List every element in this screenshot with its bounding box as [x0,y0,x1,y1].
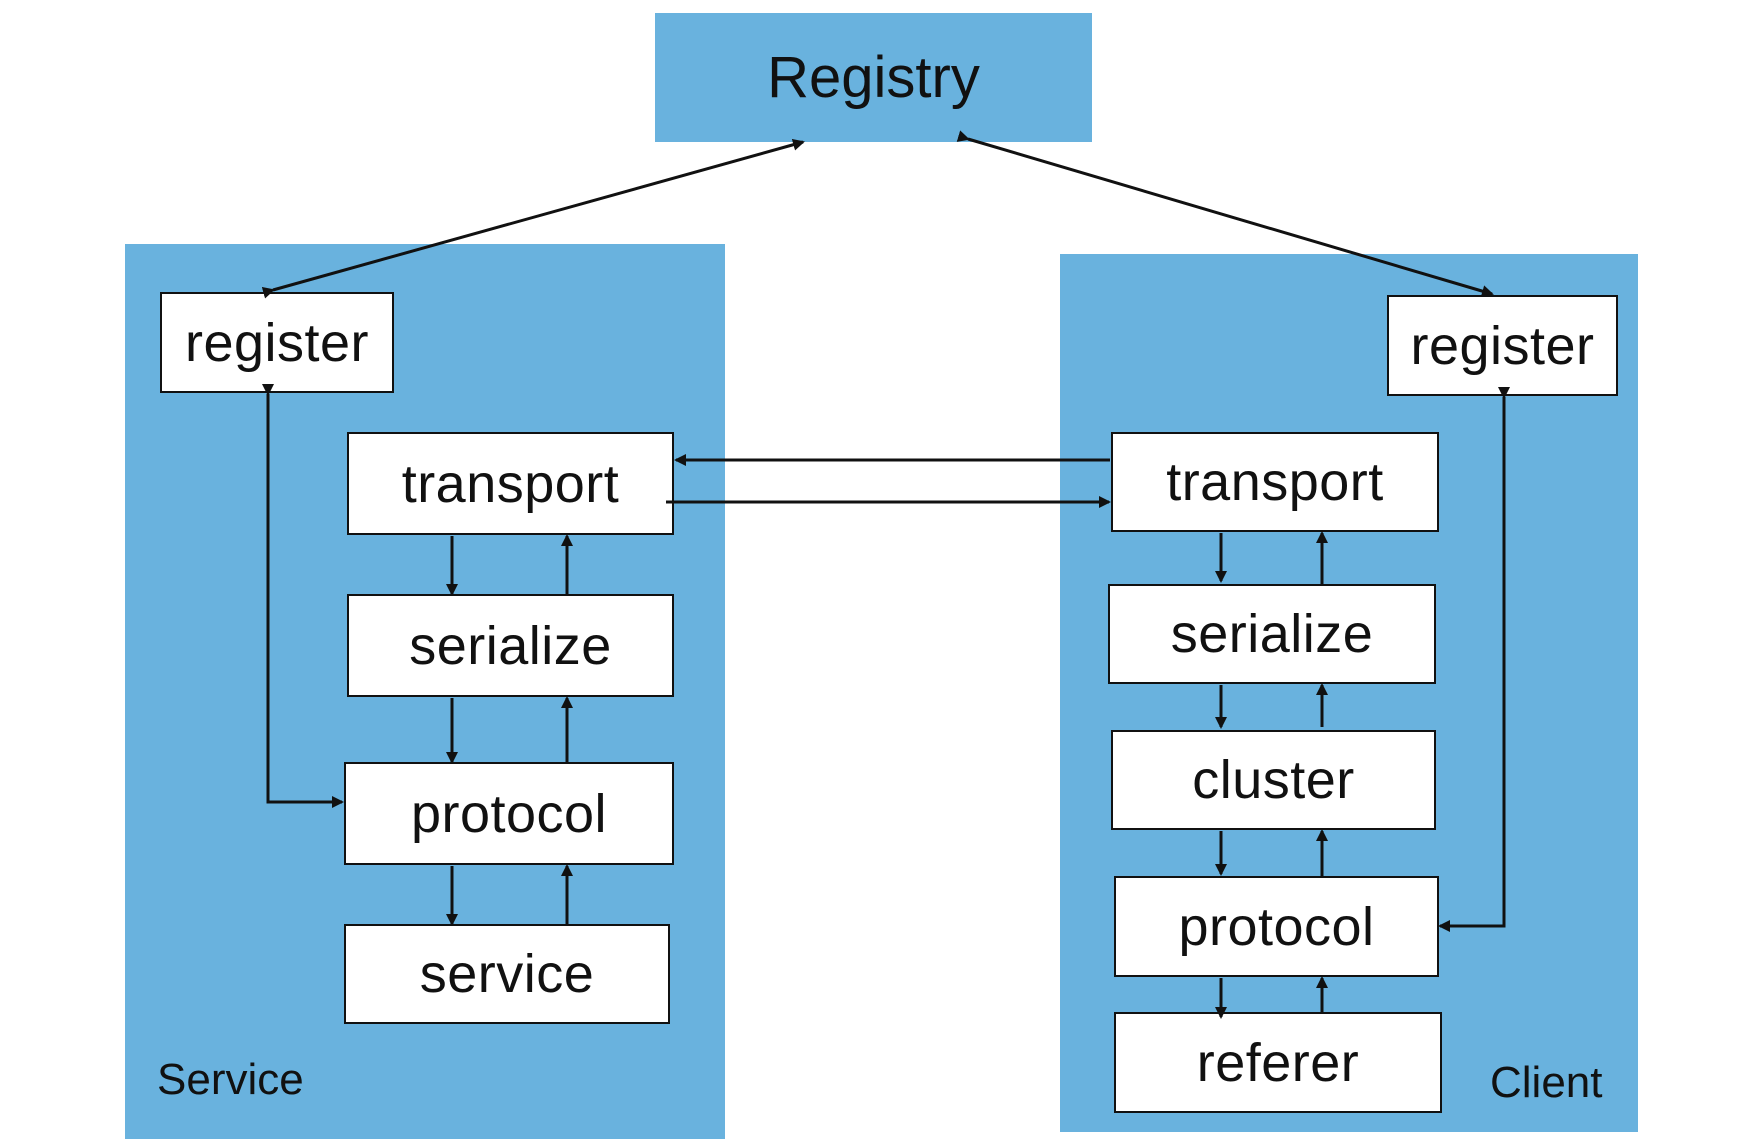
service-serialize-box: serialize [347,594,674,697]
service-register-protocol-link [262,384,344,808]
service-service-box: service [344,924,670,1024]
client-referer-label: referer [1196,1032,1360,1093]
client-register-protocol-link [1438,387,1510,932]
service-transport-box: transport [347,432,674,535]
registry-label: Registry [767,45,980,110]
service-protocol-box: protocol [344,762,674,865]
client-group-label: Client [1490,1058,1603,1107]
registry-client-register-link [956,130,1494,297]
client-transport-label: transport [1166,452,1384,512]
client-register-label: register [1410,315,1595,376]
client-serialize-box: serialize [1108,584,1436,684]
service-group-label: Service [157,1055,304,1104]
service-transport-label: transport [401,453,620,514]
client-cluster-box: cluster [1111,730,1436,830]
registry-box: Registry [655,13,1092,142]
client-cluster-label: cluster [1192,750,1355,810]
client-protocol-label: protocol [1178,896,1375,957]
client-protocol-box: protocol [1114,876,1439,977]
service-register-box: register [160,292,394,393]
service-protocol-label: protocol [410,783,608,844]
client-register-box: register [1387,295,1618,396]
service-register-label: register [184,312,370,373]
client-serialize-label: serialize [1170,604,1374,664]
registry-service-register-link [261,138,805,299]
client-referer-box: referer [1114,1012,1442,1113]
client-transport-box: transport [1111,432,1439,532]
service-serialize-label: serialize [409,615,612,676]
service-service-label: service [419,944,595,1004]
client-panel [1060,254,1638,1132]
